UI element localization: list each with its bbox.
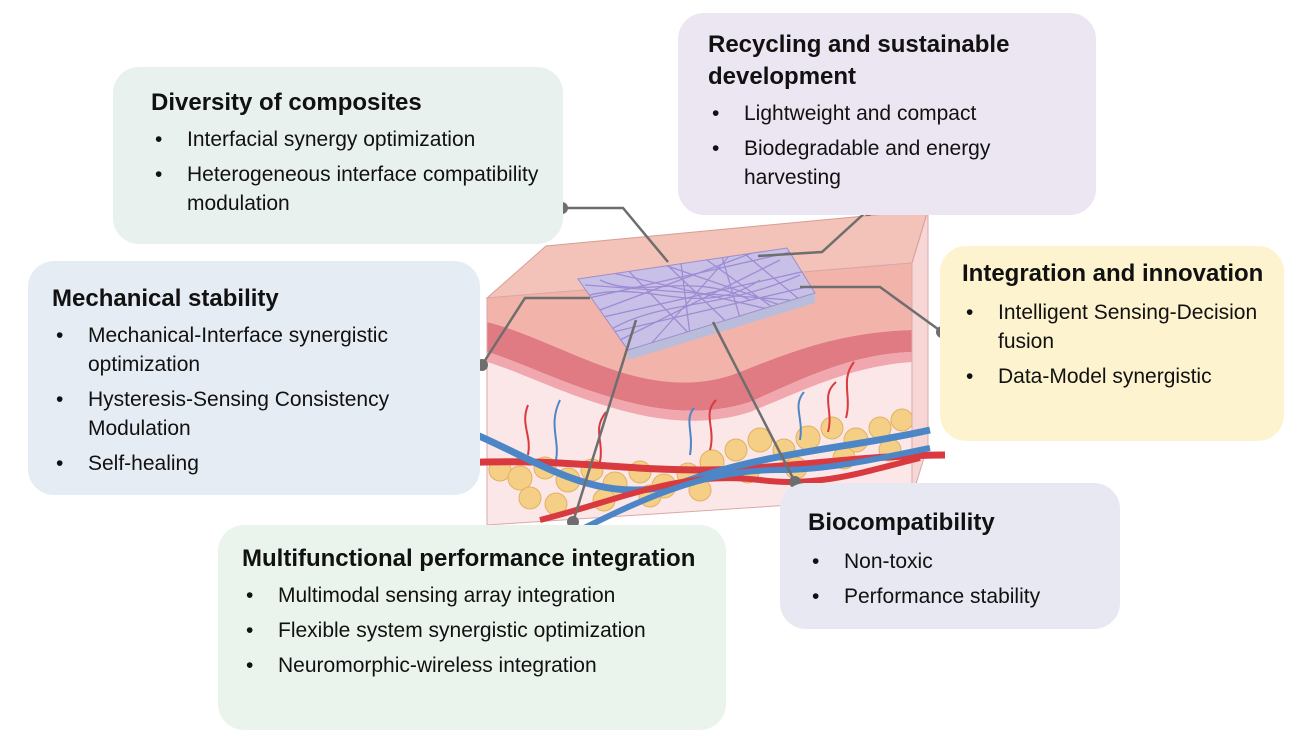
bullet-icon: • — [155, 128, 163, 151]
mechanical-box: Mechanical stability • Mechanical-Interfa… — [28, 261, 480, 495]
recycling-list: • Lightweight and compact • Biodegradable … — [708, 99, 1076, 192]
list-item-text: Heterogeneous interface compatibility mo… — [187, 163, 539, 215]
list-item: • Neuromorphic-wireless integration — [242, 651, 708, 680]
list-item: • Data-Model synergistic — [962, 362, 1266, 391]
list-item-text: Multimodal sensing array integration — [278, 584, 616, 607]
bullet-icon: • — [712, 137, 720, 160]
bullet-icon: • — [712, 102, 720, 125]
biocompat-title: Biocompatibility — [808, 509, 995, 536]
list-item: • Lightweight and compact — [708, 99, 1076, 128]
mechanical-list: • Mechanical-Interface synergistic optimi… — [52, 321, 462, 478]
multifunctional-title: Multifunctional performance integration — [242, 545, 696, 572]
list-item-text: Interfacial synergy optimization — [187, 128, 476, 151]
bullet-icon: • — [246, 584, 254, 607]
list-item: • Mechanical-Interface synergistic optimi… — [52, 321, 462, 379]
list-item-text: Flexible system synergistic optimization — [278, 619, 646, 642]
list-item: • Intelligent Sensing-Decision fusion — [962, 298, 1266, 356]
multifunctional-box: Multifunctional performance integration … — [218, 525, 726, 730]
diversity-box: Diversity of composites • Interfacial syn… — [113, 67, 563, 244]
list-item-text: Data-Model synergistic — [998, 365, 1212, 388]
bullet-icon: • — [246, 619, 254, 642]
integration-list: • Intelligent Sensing-Decision fusion • Da… — [962, 298, 1266, 391]
integration-title: Integration and innovation — [962, 260, 1264, 287]
bullet-icon: • — [966, 301, 974, 324]
biocompat-box: Biocompatibility • Non-toxic • Performance… — [780, 483, 1120, 629]
bullet-icon: • — [155, 163, 163, 186]
list-item: • Performance stability — [808, 582, 1102, 611]
list-item-text: Lightweight and compact — [744, 102, 977, 125]
diversity-list: • Interfacial synergy optimization • Heter… — [151, 125, 539, 218]
list-item: • Multimodal sensing array integration — [242, 581, 708, 610]
list-item-text: Hysteresis-Sensing Consistency Modulatio… — [88, 388, 390, 440]
bullet-icon: • — [56, 324, 64, 347]
bullet-icon: • — [246, 654, 254, 677]
bullet-icon: • — [56, 452, 64, 475]
list-item-text: Intelligent Sensing-Decision fusion — [998, 301, 1258, 353]
connector-lines — [480, 206, 943, 523]
list-item: • Heterogeneous interface compatibility m… — [151, 160, 539, 218]
diversity-title: Diversity of composites — [151, 89, 422, 116]
list-item-text: Biodegradable and energy harvesting — [744, 137, 991, 189]
multifunctional-list: • Multimodal sensing array integration • F… — [242, 581, 708, 680]
list-item: • Biodegradable and energy harvesting — [708, 134, 1076, 192]
integration-box: Integration and innovation • Intelligent … — [940, 246, 1284, 441]
block-side-face — [911, 209, 929, 498]
list-item-text: Mechanical-Interface synergistic optimiz… — [88, 324, 388, 376]
list-item: • Self-healing — [52, 449, 462, 478]
list-item-text: Neuromorphic-wireless integration — [278, 654, 597, 677]
sensor-mesh-patch — [577, 247, 816, 360]
bullet-icon: • — [966, 365, 974, 388]
bullet-icon: • — [812, 585, 820, 608]
mechanical-title: Mechanical stability — [52, 285, 279, 312]
bullet-icon: • — [56, 388, 64, 411]
list-item-text: Self-healing — [88, 452, 199, 475]
bullet-icon: • — [812, 550, 820, 573]
biocompat-list: • Non-toxic • Performance stability — [808, 547, 1102, 611]
list-item: • Non-toxic — [808, 547, 1102, 576]
list-item: • Interfacial synergy optimization — [151, 125, 539, 154]
recycling-title: Recycling and sustainable development — [708, 31, 1010, 90]
recycling-box: Recycling and sustainable development • L… — [678, 13, 1096, 215]
list-item-text: Performance stability — [844, 585, 1041, 608]
list-item-text: Non-toxic — [844, 550, 933, 573]
list-item: • Hysteresis-Sensing Consistency Modulati… — [52, 385, 462, 443]
list-item: • Flexible system synergistic optimizatio… — [242, 616, 708, 645]
